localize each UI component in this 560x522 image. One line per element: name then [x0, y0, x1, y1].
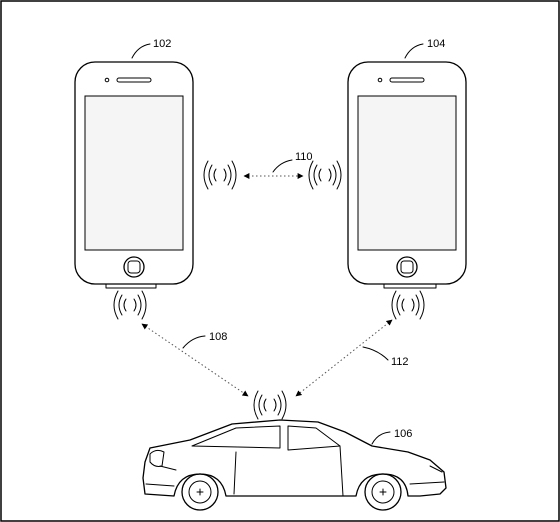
link-112-arrow [295, 319, 393, 397]
label-112: 112 [391, 356, 409, 368]
wireless-signal-icon [113, 290, 147, 320]
label-106: 106 [394, 428, 412, 440]
leader-line-112 [362, 346, 389, 361]
label-110: 110 [295, 151, 313, 163]
label-102: 102 [153, 38, 171, 50]
wireless-signal-icon [308, 160, 342, 190]
phone-connector [105, 283, 157, 289]
leader-line-102 [131, 43, 151, 59]
wireless-signal-icon [391, 290, 425, 320]
label-108: 108 [209, 331, 227, 343]
smartphone-icon [347, 61, 467, 285]
leader-line-106 [371, 431, 391, 445]
phone-connector [383, 283, 437, 289]
label-104: 104 [427, 38, 445, 50]
leader-line-104 [404, 43, 424, 59]
link-108-arrow [141, 323, 249, 397]
wireless-signal-icon [253, 390, 287, 420]
smartphone-icon [74, 61, 194, 285]
leader-line-108 [182, 335, 206, 349]
leader-line-110 [272, 159, 293, 173]
wireless-signal-icon [203, 160, 237, 190]
car-icon [142, 419, 447, 511]
